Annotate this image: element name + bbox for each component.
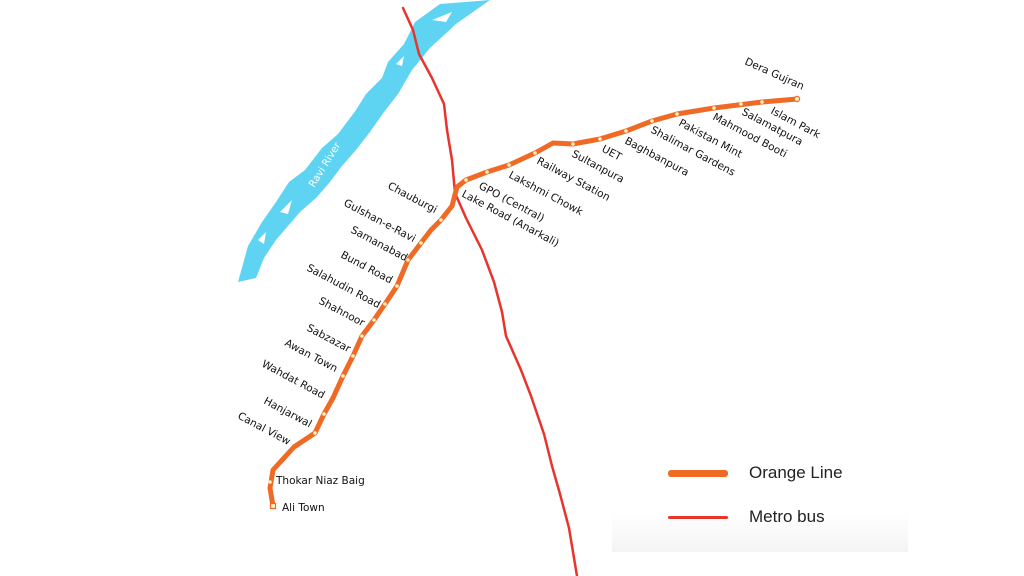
river-islands: [258, 12, 452, 244]
label-thokar-niaz-baig: Thokar Niaz Baig: [275, 475, 365, 487]
station-sabzazar[interactable]: [360, 334, 364, 338]
station-dera-gujran[interactable]: [793, 95, 801, 103]
station-gpo-central[interactable]: [485, 170, 489, 174]
river-island: [280, 200, 292, 214]
label-dera-gujran: Dera Gujran: [743, 56, 806, 93]
label-chauburgi: Chauburgi: [386, 180, 439, 216]
label-ali-town: Ali Town: [282, 502, 325, 514]
label-uet: UET: [600, 143, 624, 164]
station-samanabad[interactable]: [406, 258, 410, 262]
orange-line-route: [267, 96, 800, 509]
station-hanjarwal[interactable]: [322, 412, 326, 416]
legend-metro-bus-label: Metro bus: [749, 507, 825, 526]
river-island: [258, 232, 266, 244]
station-mahmood-booti[interactable]: [712, 106, 716, 110]
station-lake-road-anarkali[interactable]: [464, 178, 468, 182]
station-canal-view[interactable]: [313, 431, 317, 435]
legend-orange-line-label: Orange Line: [749, 463, 843, 482]
metro-bus-line: [401, 6, 579, 576]
station-wahdat-road[interactable]: [341, 374, 345, 378]
station-salahudin-road[interactable]: [383, 302, 387, 306]
station-chauburgi[interactable]: [439, 218, 443, 222]
station-sultanpura[interactable]: [571, 142, 575, 146]
river-shape: [238, 0, 490, 282]
legend-metro-bus-swatch: [668, 516, 728, 519]
river-island: [396, 56, 404, 66]
station-railway-station[interactable]: [533, 151, 537, 155]
river-island: [432, 12, 452, 22]
station-awan-town[interactable]: [351, 354, 355, 358]
station-baghbanpura[interactable]: [624, 129, 628, 133]
station-shalimar-gardens[interactable]: [650, 119, 654, 123]
station-salamatpura[interactable]: [739, 102, 743, 106]
legend-orange-line-swatch: [668, 470, 728, 477]
station-pakistan-mint[interactable]: [675, 112, 679, 116]
station-markers: [268, 95, 801, 510]
station-islam-park[interactable]: [760, 100, 764, 104]
station-uet[interactable]: [598, 137, 602, 141]
legend: Orange Line Metro bus: [612, 452, 908, 552]
station-bund-road[interactable]: [395, 284, 399, 288]
station-ali-town[interactable]: [269, 502, 277, 510]
station-gulshan-e-ravi[interactable]: [419, 241, 423, 245]
station-lakshmi-chowk[interactable]: [507, 163, 511, 167]
station-labels: Dera Gujran Islam Park Salamatpura Mahmo…: [236, 56, 823, 514]
station-shahnoor[interactable]: [372, 318, 376, 322]
station-thokar-niaz-baig[interactable]: [268, 480, 272, 484]
